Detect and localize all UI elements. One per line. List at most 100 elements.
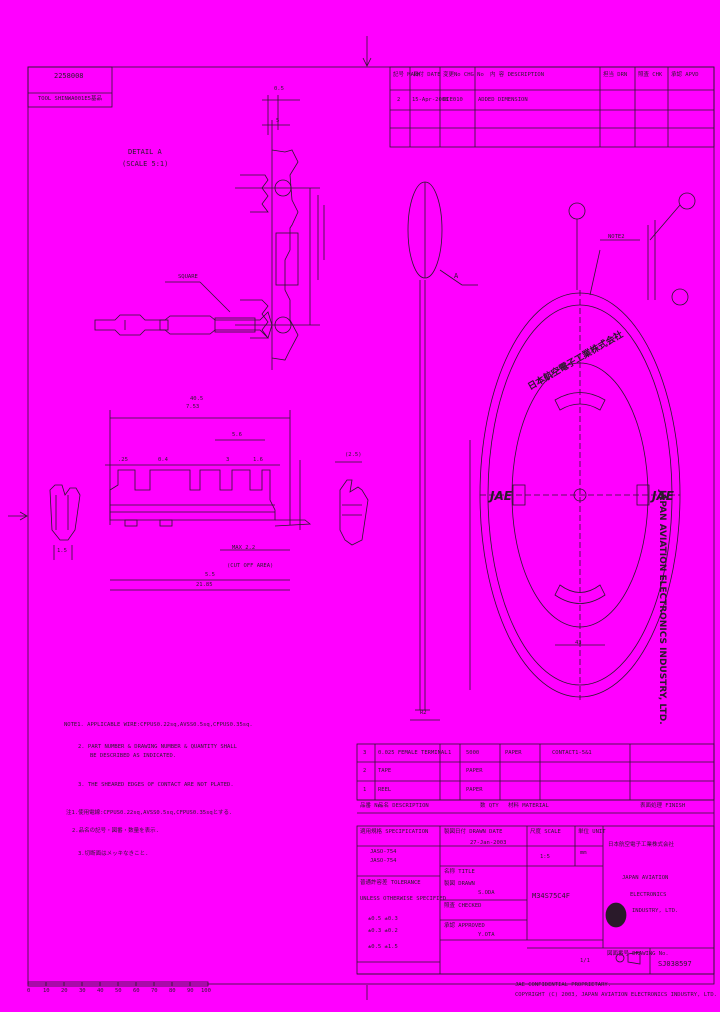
- approved-value: Y.OTA: [478, 932, 495, 938]
- rev-header-apvd: 承認 APVD: [671, 72, 699, 78]
- detail-title: DETAIL A: [128, 148, 162, 156]
- part-row-2-mat: PAPER: [466, 768, 483, 774]
- reel-ring-text: JAPAN AVIATION ELECTRONICS INDUSTRY, LTD…: [657, 489, 667, 725]
- detail-dim-5: 5: [276, 118, 280, 124]
- dim-5-6: 5.6: [232, 432, 242, 438]
- unit-label: 単位 UNIT: [578, 829, 606, 835]
- part-row-3-desc: 0.025 FEMALE TERMINAL: [378, 750, 448, 756]
- company-en-1: JAPAN AVIATION: [622, 875, 669, 881]
- scale-tick-50: 50: [115, 988, 122, 994]
- note-jp-1: 注1.使用電線:CFPUS0.22sq,AVSS0.5sq,CFPUS0.35s…: [66, 810, 233, 816]
- parts-header-mat: 材料 MATERIAL: [508, 803, 549, 809]
- dim-3: 3: [226, 457, 230, 463]
- detail-square-label: SQUARE: [178, 274, 198, 280]
- unit-value: mm: [580, 850, 587, 856]
- drawn-label: 製図 DRAWN: [444, 881, 475, 887]
- scale-tick-20: 20: [61, 988, 68, 994]
- footer-line-1: JAE CONFIDENTIAL PROPRIETARY.: [515, 982, 612, 988]
- title-label: 名称 TITLE: [444, 869, 475, 875]
- tolerance-unless: UNLESS OTHERWISE SPECIFIED: [360, 896, 447, 902]
- spec-value-2: JASO-754: [370, 858, 397, 864]
- drawing-frame: [27, 66, 715, 985]
- corner-code: 2258008: [54, 72, 84, 80]
- parts-header-no: 品番 No: [360, 803, 381, 809]
- note-jp-3: 3.切断面はメッキなきこと.: [78, 851, 149, 857]
- dim-21-85: 21.85: [196, 582, 213, 588]
- tolerance-row-1: ±0.5 ±0.3: [368, 916, 398, 922]
- rev-header-desc: 内 容 DESCRIPTION: [490, 72, 545, 78]
- note-1: NOTE1. APPLICABLE WIRE:CFPUS0.22sq,AVSS0…: [64, 722, 253, 728]
- drawing-no-value: SJ038597: [658, 960, 692, 968]
- reel-dim-43: 43: [575, 640, 582, 646]
- reel-center-text: 日本航空電子工業株式会社: [526, 328, 626, 392]
- reel-dim-bottom: R2: [420, 710, 427, 716]
- cut-off-label: (CUT OFF AREA): [227, 563, 274, 569]
- checked-label: 照査 CHECKED: [444, 903, 482, 909]
- note-3: 3. THE SHEARED EDGES OF CONTACT ARE NOT …: [78, 782, 234, 788]
- part-row-3-finish: CONTACT1-5&1: [552, 750, 592, 756]
- title-value: M34S75C4F: [532, 892, 570, 900]
- rev-header-mark: 記号 MARK: [393, 72, 421, 78]
- dim-1-5: 1.5: [57, 548, 67, 554]
- tolerance-row-2: ±0.3 ±0.2: [368, 928, 398, 934]
- part-row-1-mat: PAPER: [466, 787, 483, 793]
- detail-dim-5b: 0.5: [274, 86, 284, 92]
- reel-note-label: NOTE2: [608, 234, 625, 240]
- date-value: 27-Jan-2003: [470, 840, 507, 846]
- spec-label: 適用規格 SPECIFICATION: [360, 829, 429, 835]
- scale-tick-30: 30: [79, 988, 86, 994]
- rev-row-date: 15-Apr-2003: [412, 97, 449, 103]
- sheet-value: 1/1: [580, 958, 590, 964]
- part-row-2-no: 2: [363, 768, 367, 774]
- scale-tick-60: 60: [133, 988, 140, 994]
- rev-header-drn: 担当 DRN: [603, 72, 628, 78]
- scale-value: 1:5: [540, 854, 550, 860]
- parts-header-qty: 数 QTY: [480, 803, 499, 809]
- rev-header-date: 日付 DATE: [413, 72, 441, 78]
- scale-tick-80: 80: [169, 988, 176, 994]
- approved-label: 承認 APPROVED: [444, 923, 485, 929]
- dim-5-5: 5.5: [205, 572, 215, 578]
- dim-2-5: (2.5): [345, 452, 362, 458]
- rev-row-chg: DCE010: [443, 97, 463, 103]
- rev-row-desc: ADDED DIMENSION: [478, 97, 528, 103]
- company-jp: 日本航空電子工業株式会社: [608, 842, 675, 848]
- date-label: 製図日付 DRAWN DATE: [444, 829, 503, 835]
- note-2b: BE DESCRIBED AS INDICATED.: [90, 753, 177, 759]
- rev-header-chk: 照査 CHK: [638, 72, 663, 78]
- scale-tick-70: 70: [151, 988, 158, 994]
- note-2: 2. PART NUMBER & DRAWING NUMBER & QUANTI…: [78, 744, 237, 750]
- company-en-3: INDUSTRY, LTD.: [632, 908, 679, 914]
- scale-label: 尺度 SCALE: [530, 829, 561, 835]
- dim-7-53: 7.53: [186, 404, 200, 410]
- part-row-1-no: 1: [363, 787, 367, 793]
- detail-scale: (SCALE 5:1): [122, 160, 169, 168]
- note-jp-2: 2.品名の記号・図番・数量を表示.: [72, 828, 159, 834]
- scale-tick-0: 0: [27, 988, 31, 994]
- dim-max: MAX 2.2: [232, 545, 256, 551]
- part-row-3-no: 3: [363, 750, 367, 756]
- spec-value-1: JASO-754: [370, 849, 397, 855]
- dim-0-4: 0.4: [158, 457, 168, 463]
- dim-40-5: 40.5: [190, 396, 204, 402]
- part-row-3-val: 5000: [466, 750, 480, 756]
- parts-header-finish: 表面処理 FINISH: [640, 803, 686, 809]
- corner-subtitle: TOOL SHINWA001E5基品: [38, 96, 102, 102]
- drawn-value: S.ODA: [478, 890, 495, 896]
- drawing-no-label: 図面番号 DRAWING No.: [607, 951, 669, 957]
- part-row-3-mat: PAPER: [505, 750, 522, 756]
- parts-header-desc: 品名 DESCRIPTION: [378, 803, 429, 809]
- rev-header-chg: 変更No CHG No: [443, 72, 484, 78]
- tolerance-row-3: ±0.5 ±1.5: [368, 944, 398, 950]
- svg-text:JAE: JAE: [650, 489, 675, 503]
- scale-tick-40: 40: [97, 988, 104, 994]
- part-row-1-desc: REEL: [378, 787, 392, 793]
- detail-ref-a: A: [454, 272, 459, 280]
- dim-25: .25: [118, 457, 128, 463]
- scale-tick-100: 100: [201, 988, 211, 994]
- scale-tick-90: 90: [187, 988, 194, 994]
- company-en-2: ELECTRONICS: [630, 892, 667, 898]
- dim-1-6: 1.6: [253, 457, 263, 463]
- tolerance-label: 普通許容差 TOLERANCE: [360, 880, 421, 886]
